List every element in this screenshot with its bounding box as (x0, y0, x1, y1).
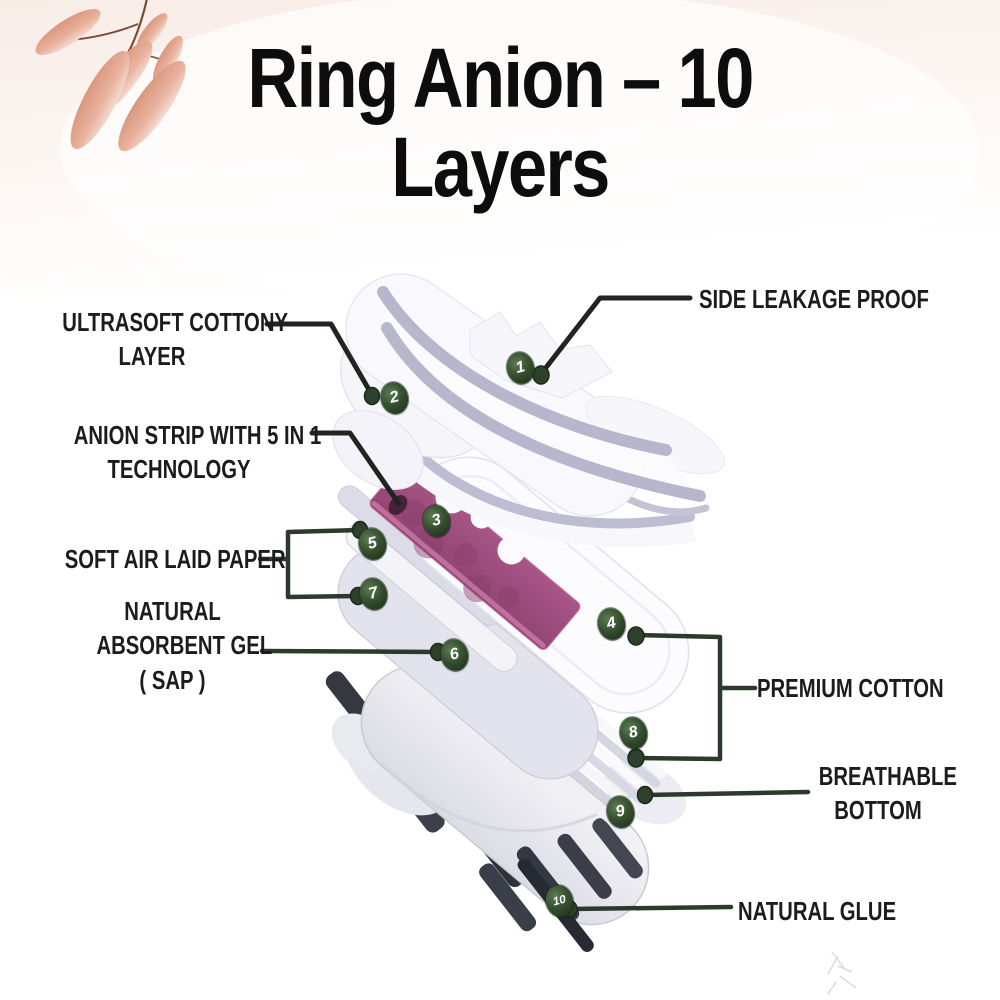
label-line: BREATHABLE (818, 761, 957, 791)
label-line: ( SAP ) (139, 664, 206, 695)
label-natural-glue: NATURAL GLUE (738, 895, 896, 929)
label-line: BOTTOM (834, 794, 922, 825)
label-line: LAYER (118, 340, 186, 371)
label-natural-absorbent-gel: NATURAL ABSORBENT GEL( SAP ) (96, 594, 272, 697)
label-side-leakage-proof: SIDE LEAKAGE PROOF (699, 283, 929, 317)
label-line: SOFT AIR LAID PAPER (64, 544, 286, 574)
label-soft-air-laid-paper: SOFT AIR LAID PAPER (65, 543, 286, 577)
title-line-1: Ring Anion – 10 (247, 31, 754, 125)
side-leakage-crescents (377, 286, 706, 502)
label-line: ANION STRIP WITH 5 IN 1 (73, 420, 322, 450)
label-line: NATURAL GLUE (738, 896, 897, 926)
label-line: PREMIUM COTTON (757, 673, 944, 703)
title-line-2: Layers (391, 120, 610, 215)
label-premium-cotton: PREMIUM COTTON (757, 672, 944, 706)
label-line: TECHNOLOGY (107, 453, 251, 484)
leaf-decoration-icon (35, 0, 186, 152)
label-line: NATURAL (124, 596, 221, 626)
connector-lines (257, 295, 811, 912)
pad-layer-stack (325, 273, 725, 952)
label-line: ABSORBENT GEL (96, 630, 273, 661)
absorbent-gel-layer (337, 544, 599, 780)
background-wash (0, 0, 1000, 310)
label-line: ULTRASOFT COTTONY (62, 307, 289, 337)
label-line: SIDE LEAKAGE PROOF (699, 284, 929, 314)
corner-doodle-icon (827, 951, 857, 995)
